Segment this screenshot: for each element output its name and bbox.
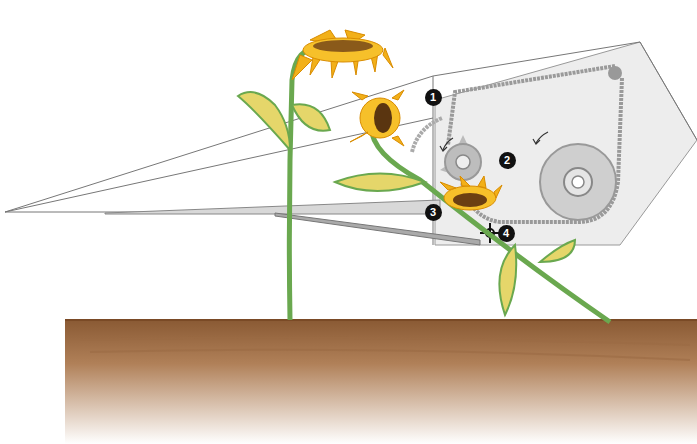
chain-drive [448, 66, 622, 222]
guide-bar [412, 118, 442, 152]
callout-number: 4 [498, 225, 515, 242]
rotor [440, 135, 481, 180]
drum [540, 144, 616, 220]
callout-number: 3 [425, 204, 442, 221]
sunflower [335, 90, 610, 322]
sprocket [608, 66, 622, 80]
ground [65, 320, 697, 444]
rotation-arrows [440, 132, 548, 151]
callout-number: 1 [425, 89, 442, 106]
header-frame [5, 42, 697, 245]
callout-number: 2 [499, 152, 516, 169]
sunflower-head [440, 176, 502, 210]
